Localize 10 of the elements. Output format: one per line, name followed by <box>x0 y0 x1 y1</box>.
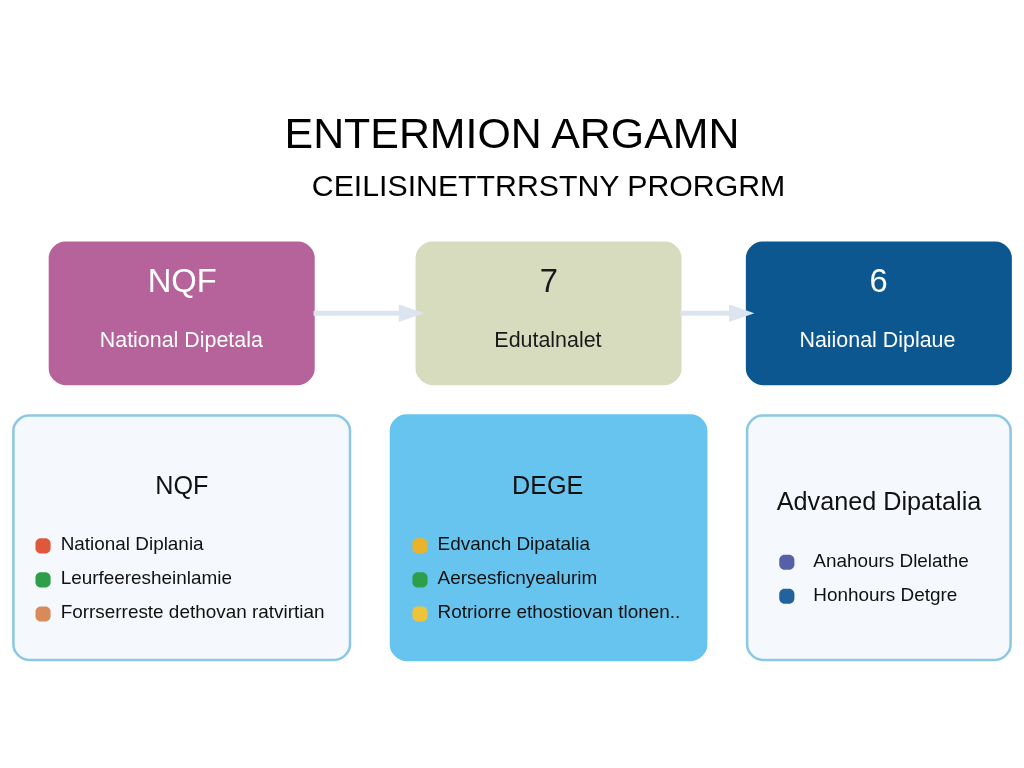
node-box: 6 Naiional Diplaue <box>745 240 1012 385</box>
arrow <box>680 303 755 322</box>
arrow <box>313 303 424 322</box>
node-box: DEGE Edvanch Dipatalia Aersesficnyealurim Rotriorre ethostiovan tlonen.. <box>389 413 708 661</box>
label: CEILISINETTRRSTNY PRORGRM <box>311 168 786 202</box>
node-box: NQF National Dipetala <box>48 240 315 385</box>
node-box: Advaned Dipatalia Anahours Dlelathe Honhours Detgre <box>745 413 1012 661</box>
node-box: 7 Edutalnalet <box>415 240 682 385</box>
diagram-title: ENTERMION ARGAMN <box>284 108 740 157</box>
node-box: NQF National Diplania Leurfeeresheinlamie Forrserreste dethovan ratvirtian <box>12 413 352 661</box>
